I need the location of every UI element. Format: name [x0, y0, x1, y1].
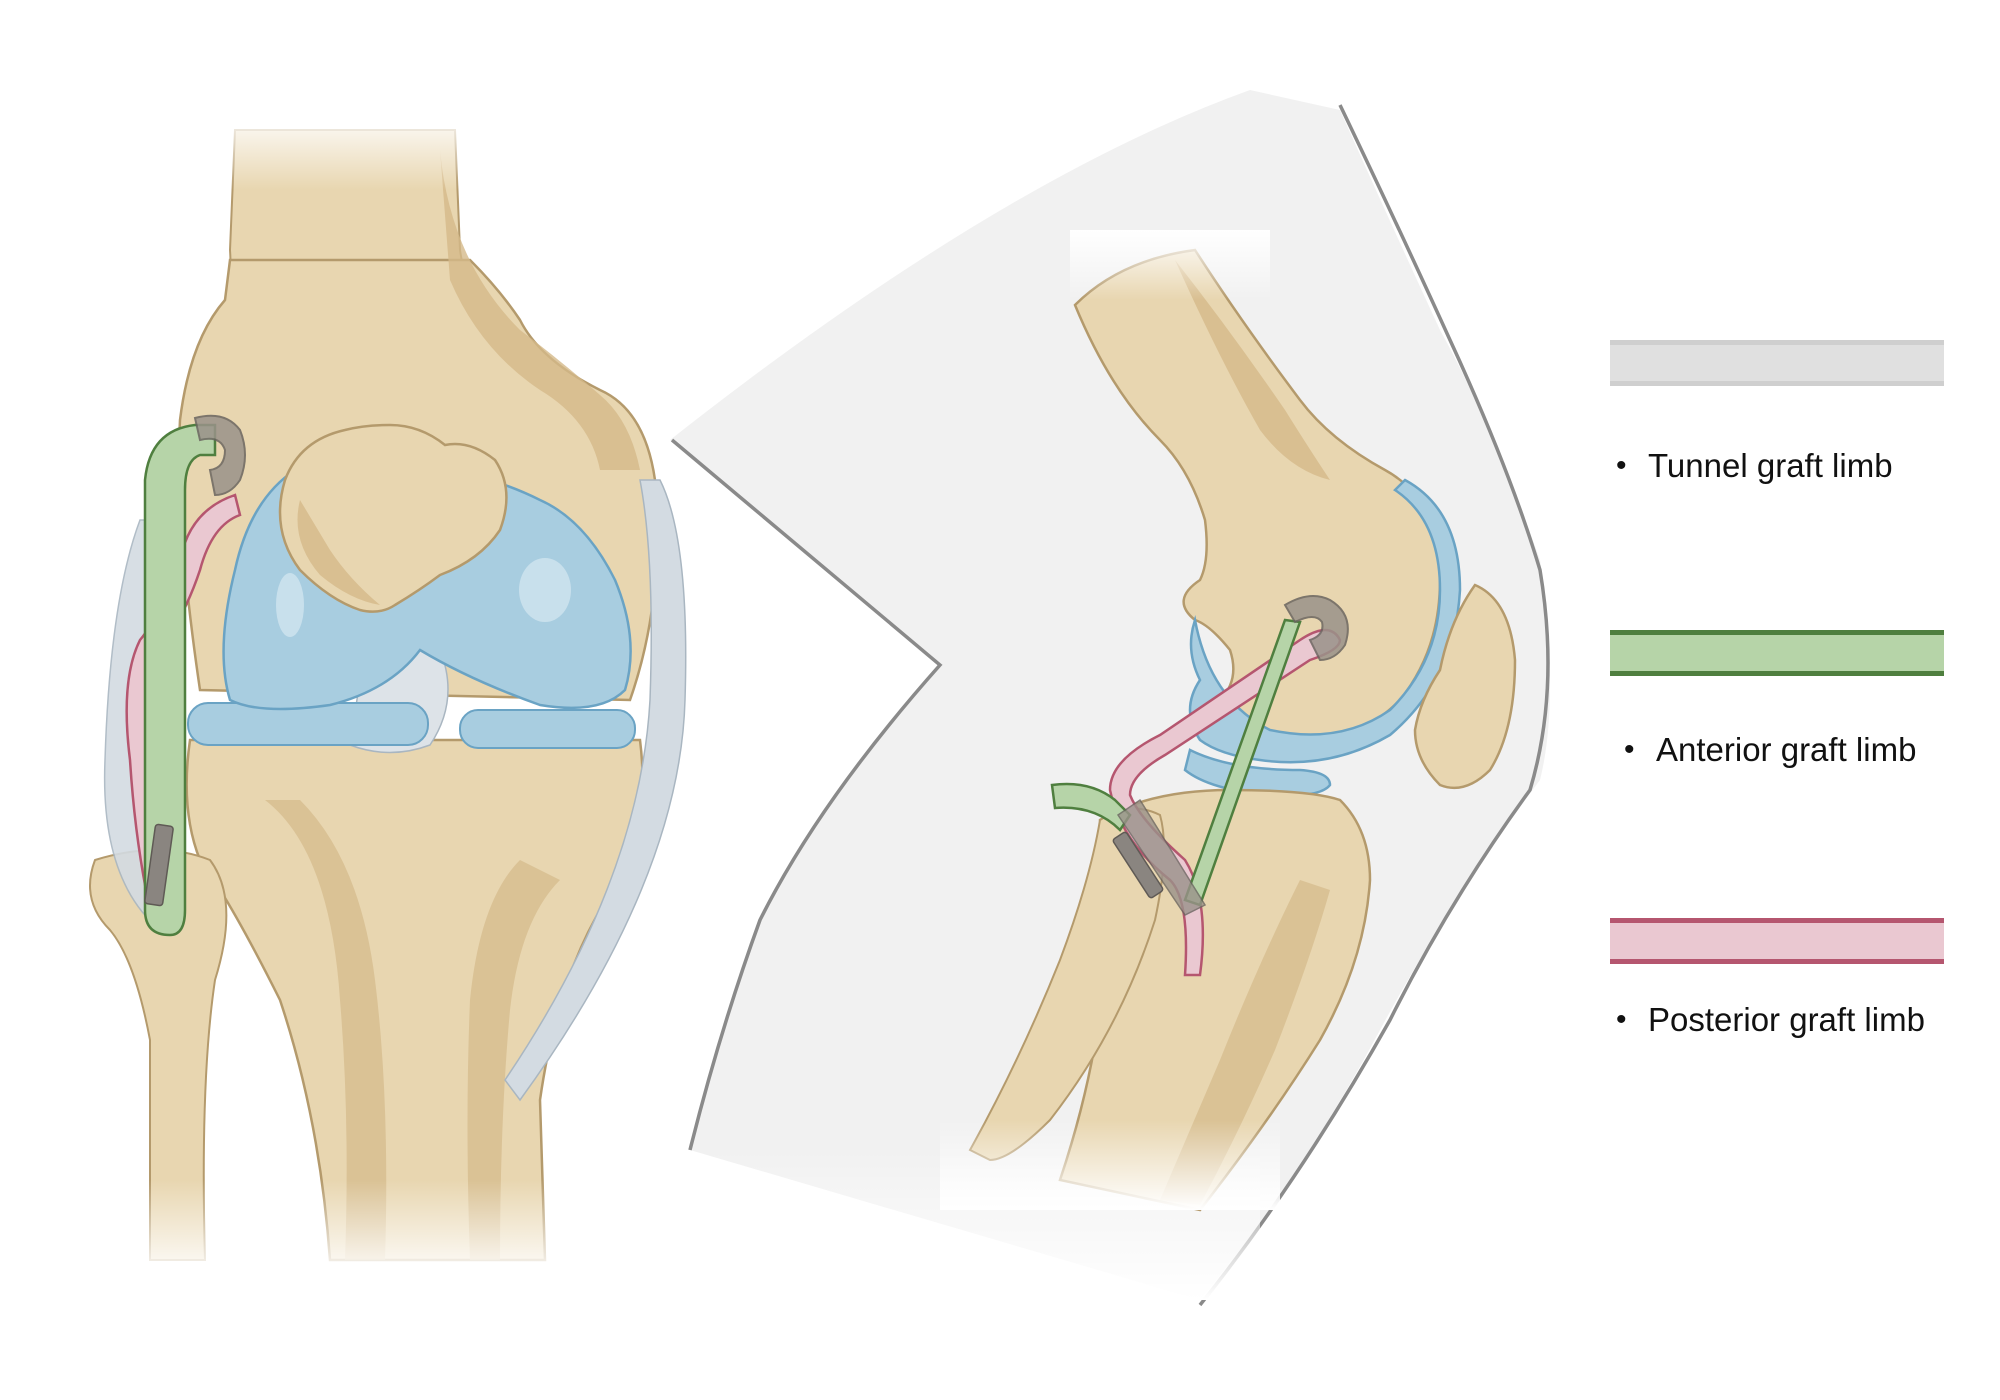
- meniscus-medial: [187, 702, 429, 746]
- legend-swatch-posterior: [1610, 918, 1944, 964]
- femur-shadow: [440, 150, 640, 470]
- fade-top-right-femur: [1070, 230, 1270, 300]
- legend-bullet: •: [1616, 1003, 1627, 1036]
- legend-label-posterior: Posterior graft limb: [1648, 1001, 1925, 1038]
- skin-outline-left: [670, 438, 943, 1151]
- legend-swatch-tunnel: [1610, 340, 1944, 386]
- tibia-shadow: [265, 800, 387, 1260]
- legend-bullet: •: [1616, 449, 1627, 482]
- anterior-knee-view: [80, 110, 700, 1280]
- cartilage-highlight-right: [519, 558, 571, 622]
- patella-lateral: [1413, 583, 1517, 790]
- legend-label-tunnel: Tunnel graft limb: [1648, 447, 1893, 484]
- patella-shadow: [297, 500, 380, 605]
- tibia-tubercle-shadow: [467, 860, 560, 1260]
- cartilage-highlight-left: [276, 573, 304, 637]
- tunnel-graft-left: [193, 414, 246, 497]
- anterior-graft-left: [143, 423, 217, 937]
- fade-bottom-right-bones: [940, 1120, 1280, 1210]
- legend-label-anterior: Anterior graft limb: [1656, 731, 1917, 768]
- lateral-knee-view: [660, 90, 1550, 1307]
- femur-lateral-shadow: [1175, 260, 1330, 480]
- tibial-screw-right: [1112, 831, 1164, 899]
- legend-bullet: •: [1624, 733, 1635, 766]
- tibial-screw-left: [144, 823, 174, 907]
- fade-top-left: [170, 110, 530, 190]
- posterior-graft-right: [1108, 628, 1342, 977]
- meniscus-lateral: [459, 709, 636, 749]
- fade-bottom-left: [80, 1180, 700, 1280]
- collateral-ligament: [504, 479, 687, 1102]
- tunnel-graft-right: [1283, 595, 1349, 662]
- tunnel-graft-right-tibial: [1116, 798, 1207, 916]
- legend-swatch-anterior: [1610, 630, 1944, 676]
- fibula: [89, 849, 228, 1261]
- skin-outline-right: [1198, 104, 1550, 1307]
